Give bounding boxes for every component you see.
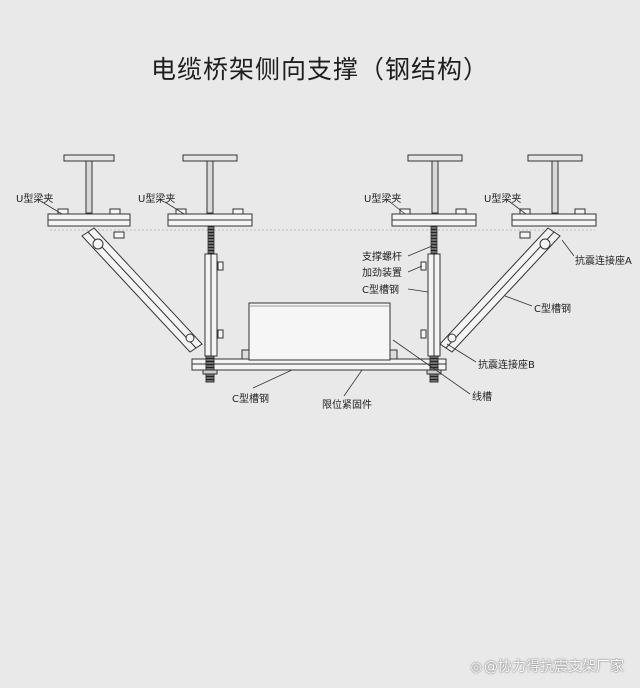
vertical-c-channel xyxy=(204,253,224,357)
steel-beam xyxy=(407,154,463,214)
label-u-clamp: U型梁夹 xyxy=(138,192,175,205)
diagonal-brace-left xyxy=(81,227,203,353)
label-seismic-seat-b: 抗震连接座B xyxy=(478,358,535,371)
label-u-clamp: U型梁夹 xyxy=(16,192,53,205)
label-stiffener: 加劲装置 xyxy=(362,266,402,279)
u-beam-clamp xyxy=(47,208,131,227)
steel-beam xyxy=(63,154,115,214)
limit-fastener xyxy=(389,349,398,360)
label-seismic-seat-a: 抗震连接座A xyxy=(575,254,632,267)
vertical-c-channel xyxy=(420,253,441,357)
label-u-clamp: U型梁夹 xyxy=(484,192,521,205)
label-c-channel: C型槽钢 xyxy=(362,283,399,296)
diagonal-brace-right xyxy=(439,227,561,353)
bottom-c-channel xyxy=(191,358,447,371)
steel-beam xyxy=(527,154,583,214)
watermark-icon: ◎ xyxy=(470,660,482,675)
watermark-text: @协力得抗震支架厂家 xyxy=(484,659,624,675)
u-beam-clamp xyxy=(511,208,597,227)
watermark: ◎@协力得抗震支架厂家 xyxy=(471,656,624,676)
label-c-channel-diagonal: C型槽钢 xyxy=(534,302,571,315)
label-c-channel-bottom: C型槽钢 xyxy=(232,392,269,405)
bottom-bolt xyxy=(202,355,218,383)
limit-fastener xyxy=(241,349,250,360)
label-limit-fastener: 限位紧固件 xyxy=(322,398,372,411)
label-cable-tray: 线槽 xyxy=(472,390,492,403)
u-beam-clamp xyxy=(391,208,477,227)
label-u-clamp: U型梁夹 xyxy=(364,192,401,205)
page-title: 电缆桥架侧向支撑（钢结构） xyxy=(150,55,489,84)
cable-tray xyxy=(248,302,391,361)
label-support-screw: 支撑螺杆 xyxy=(362,250,402,263)
support-screw xyxy=(207,225,215,255)
support-screw xyxy=(430,225,438,255)
steel-beam xyxy=(182,154,238,214)
